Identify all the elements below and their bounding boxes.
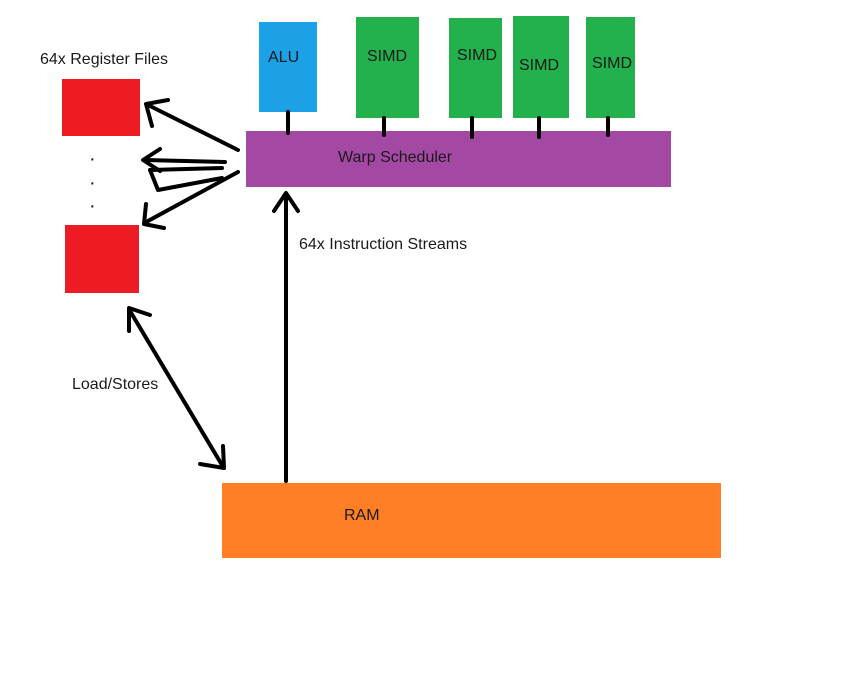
- simd-label-1: SIMD: [367, 48, 407, 65]
- arrowhead-register-bottom: [142, 202, 166, 230]
- load-stores-label: Load/Stores: [72, 376, 159, 393]
- simd-block-4: SIMD: [586, 17, 635, 118]
- simd-label-2: SIMD: [457, 47, 497, 64]
- scheduler-to-register-top-arrow: [148, 104, 240, 152]
- ram-label: RAM: [344, 507, 380, 524]
- simd-label-4: SIMD: [592, 55, 632, 72]
- ellipsis-dot-2: ·: [89, 172, 96, 194]
- simd-label-3: SIMD: [519, 57, 559, 74]
- instruction-streams-label: 64x Instruction Streams: [299, 236, 468, 253]
- simd-block-2: SIMD: [449, 18, 502, 118]
- simd-block-3: SIMD: [513, 16, 569, 118]
- ellipsis-dot-3: ·: [89, 195, 96, 217]
- alu-block: ALU: [259, 22, 317, 112]
- load-stores-arrow: [128, 309, 224, 467]
- register-file-bottom: [65, 225, 139, 293]
- arrowhead-register-middle: [141, 147, 162, 173]
- warp-scheduler-label: Warp Scheduler: [338, 149, 453, 166]
- arrowhead-register-top: [144, 98, 170, 128]
- ram-block: RAM: [222, 483, 721, 558]
- scheduler-fan-zigzag: [148, 166, 224, 192]
- warp-scheduler-bar: Warp Scheduler: [246, 131, 671, 187]
- arrowhead-load-stores-bottom: [198, 444, 226, 470]
- scheduler-to-register-middle-arrow: [143, 158, 227, 164]
- register-file-top: [62, 79, 140, 136]
- ellipsis-dot-1: ·: [89, 148, 96, 170]
- scheduler-to-register-bottom-arrow: [146, 170, 240, 223]
- alu-label: ALU: [268, 49, 300, 66]
- simd-block-1: SIMD: [356, 17, 419, 118]
- arrowhead-load-stores-top: [127, 306, 152, 333]
- register-files-title: 64x Register Files: [40, 51, 169, 68]
- arrowhead-instruction-streams: [272, 191, 300, 213]
